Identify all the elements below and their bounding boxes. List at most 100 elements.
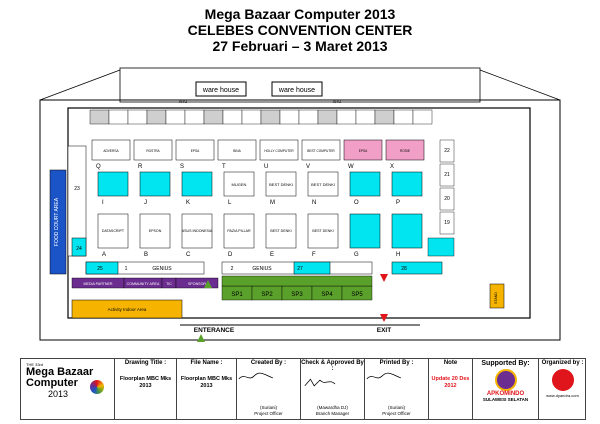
booth-F-letter: F — [312, 252, 316, 258]
booth-M-name: BEST DENKI — [269, 182, 293, 187]
booth-D — [223, 213, 255, 249]
entrance-arrow — [204, 280, 212, 288]
logo-year-text: 2013 — [48, 389, 69, 399]
approved-by-cell: Check & Approved By : (Mawardha DJ)Branc… — [300, 358, 364, 420]
entrance-label: ENTERANCE — [194, 327, 235, 334]
booth-T-name: BINA — [233, 149, 241, 153]
booth-19 — [439, 211, 455, 235]
created-by-role: Project Officer — [254, 411, 283, 416]
booth-sp5-label: SP5 — [351, 292, 363, 298]
booth-N-letter: N — [312, 200, 316, 206]
file-name-cell: File Name : Floorplan MBC Mks 2013 — [176, 358, 236, 420]
top-strip-booth — [89, 109, 110, 125]
activity-indoor — [71, 299, 183, 319]
sponsor — [175, 277, 219, 289]
booth-H — [391, 213, 423, 249]
booth-P-letter: P — [396, 200, 400, 206]
booth-E — [265, 213, 297, 249]
booth-L-name: MUGEN — [232, 182, 247, 187]
approved-by-role: Branch Manager — [315, 411, 350, 416]
top-strip-booth — [241, 109, 262, 125]
floorplan: ware house ware house AHU AHU ADVERSAQRO… — [39, 67, 561, 342]
apkomindo-logo-icon — [494, 369, 517, 391]
booth-G-letter: G — [354, 252, 359, 258]
note-cell: Note Update 20 Des 2012 — [428, 358, 472, 420]
booth-S-letter: S — [180, 164, 184, 170]
community-area-label: COMMUNITY AREA — [127, 282, 160, 286]
genius-2: GENIUS — [252, 266, 272, 272]
tic-label: TIC — [166, 282, 172, 286]
file-name-heading: File Name : — [190, 360, 223, 366]
booth-27: 27 — [297, 266, 303, 272]
title-event: Mega Bazaar Computer 2013 — [204, 6, 396, 22]
note-value: Update 20 Des 2012 — [431, 376, 470, 389]
top-strip-booth — [165, 109, 186, 125]
booth-21 — [439, 163, 455, 187]
warehouse-2-label: ware house — [278, 87, 315, 94]
stand-right — [489, 283, 505, 309]
booth-O-letter: O — [354, 200, 359, 206]
booth-W — [343, 139, 383, 161]
booth-B — [139, 213, 171, 249]
top-strip-booth — [412, 109, 433, 125]
booth-F-name: BEST DENKI — [312, 229, 333, 233]
created-by-cell: Created By : (Suriani)Project Officer — [236, 358, 300, 420]
booth-24: 24 — [76, 246, 82, 252]
organized-by-heading: Organized by : — [541, 360, 584, 366]
ahu-left: AHU — [179, 99, 188, 104]
warehouse-1 — [195, 81, 247, 97]
created-by-name: (Suriani) — [259, 405, 277, 410]
top-strip-booth — [203, 109, 224, 125]
booth-22-number: 22 — [444, 148, 450, 154]
booth-M — [265, 171, 297, 197]
drawing-title-heading: Drawing Title : — [124, 360, 167, 366]
signature-printed — [366, 372, 402, 380]
booth-C — [181, 213, 213, 249]
logo-top-text: THE 33rd — [26, 362, 44, 367]
booth-B-letter: B — [144, 252, 148, 258]
booth-sp3-label: SP3 — [291, 292, 303, 298]
signature-created — [238, 372, 274, 380]
top-strip-booth — [108, 109, 129, 125]
file-name-value: Floorplan MBC Mks 2013 — [180, 376, 233, 389]
booth-A-letter: A — [102, 252, 106, 258]
food-court — [49, 169, 67, 275]
printed-by-cell: Printed By : (Suriani)Project Officer — [364, 358, 428, 420]
warehouse-1-label: ware house — [202, 87, 239, 94]
top-strip-booth — [317, 109, 338, 125]
booth-R — [133, 139, 173, 161]
booth-20 — [439, 187, 455, 211]
booth-A — [97, 213, 129, 249]
booth-W-name: EPSA — [359, 149, 368, 153]
drawing-title-value: Floorplan MBC Mks 2013 — [119, 376, 172, 389]
approved-by-name: (Mawardha DJ) — [317, 405, 348, 410]
food-court-label: FOOD COURT AREA — [54, 197, 60, 246]
booth-A-name: DATASCRIPT — [102, 229, 125, 233]
logo-main-text: Mega Bazaar — [26, 366, 94, 378]
apkomindo-sub: SULAWESI SELATAN — [482, 397, 529, 402]
booth-S — [175, 139, 215, 161]
booth-N-name: BEST DENKI — [311, 182, 335, 187]
booth-F — [307, 213, 339, 249]
booth-R-name: ROSTRA — [146, 149, 160, 153]
ahu-right: AHU — [333, 99, 342, 104]
title-dates: 27 Februari – 3 Maret 2013 — [212, 38, 388, 54]
booth-V — [301, 139, 341, 161]
booth-U-name: HOLLY COMPUTER — [264, 149, 294, 153]
booth-J — [139, 171, 171, 197]
organizer-url: www.dyandra.com — [546, 393, 579, 398]
event-logo: THE 33rd Mega Bazaar Computer 2013 — [20, 358, 114, 420]
sp-upper-strip — [221, 275, 373, 287]
top-strip-booth — [222, 109, 243, 125]
booth-I — [97, 171, 129, 197]
booth-23: 23 — [74, 186, 80, 192]
booth-D-name: PAZIA PILLAR — [227, 229, 251, 233]
booth-Q — [91, 139, 131, 161]
booth-sp4-label: SP4 — [321, 292, 333, 298]
top-strip-booth — [260, 109, 281, 125]
top-strip-booth — [336, 109, 357, 125]
booth-U — [259, 139, 299, 161]
booth-R-letter: R — [138, 164, 143, 170]
